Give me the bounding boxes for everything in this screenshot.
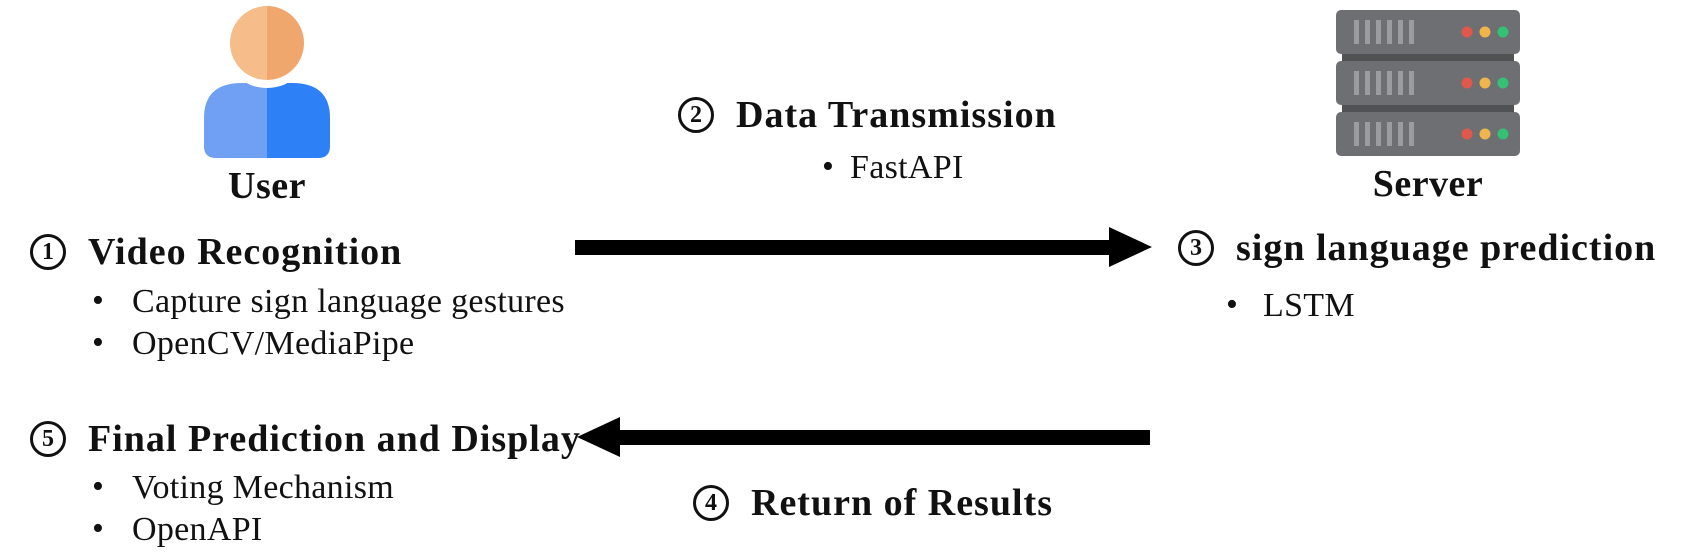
person-icon	[204, 6, 330, 158]
response-arrow-head	[577, 417, 620, 457]
bullet-item: Voting Mechanism	[92, 466, 581, 509]
step-number-badge: 4	[693, 485, 729, 521]
bullet-item: Capture sign language gestures	[92, 280, 565, 323]
bullet-item: OpenCV/MediaPipe	[92, 322, 565, 365]
step-title: sign language prediction	[1236, 227, 1657, 269]
step-return-of-results: 4 Return of Results	[693, 480, 1053, 526]
server-figure: Server	[1335, 10, 1521, 206]
step-title: Return of Results	[751, 482, 1053, 524]
request-arrow-shaft	[575, 240, 1111, 255]
step-title-row: 2 Data Transmission	[678, 92, 1057, 138]
step-bullet-list: Voting Mechanism OpenAPI	[30, 466, 581, 551]
request-arrow-head	[1109, 227, 1152, 267]
step-bullet-list: LSTM	[1178, 284, 1656, 327]
bullet-item: OpenAPI	[92, 508, 581, 551]
step-title: Video Recognition	[88, 231, 403, 273]
request-arrow	[575, 227, 1152, 268]
step-title-row: 1 Video Recognition	[30, 229, 565, 275]
step-bullet-list: FastAPI	[678, 146, 1057, 189]
step-number-badge: 2	[678, 97, 714, 133]
step-bullet-list: Capture sign language gestures OpenCV/Me…	[30, 280, 565, 365]
step-title-row: 4 Return of Results	[693, 480, 1053, 526]
step-number-badge: 5	[30, 421, 66, 457]
person-body-left	[204, 83, 267, 158]
response-arrow-shaft	[619, 430, 1150, 445]
person-body-right	[267, 83, 330, 158]
step-number-badge: 3	[1178, 230, 1214, 266]
response-arrow	[577, 417, 1150, 458]
person-head-right	[267, 6, 304, 80]
step-number-badge: 1	[30, 234, 66, 270]
user-figure: User	[200, 6, 334, 208]
person-head-left	[230, 6, 267, 80]
step-title: Final Prediction and Display	[88, 418, 581, 460]
step-title-row: 3 sign language prediction	[1178, 225, 1656, 271]
step-final-prediction-display: 5 Final Prediction and Display Voting Me…	[30, 416, 581, 551]
server-icon	[1336, 10, 1520, 156]
bullet-item: LSTM	[1226, 284, 1656, 327]
server-label: Server	[1372, 163, 1484, 205]
step-sign-language-prediction: 3 sign language prediction LSTM	[1178, 225, 1656, 327]
step-title-row: 5 Final Prediction and Display	[30, 416, 581, 462]
server-rack-unit	[1336, 61, 1520, 105]
step-video-recognition: 1 Video Recognition Capture sign languag…	[30, 229, 565, 365]
user-label: User	[228, 165, 306, 207]
step-title: Data Transmission	[736, 94, 1057, 136]
bullet-item: FastAPI	[822, 146, 1057, 189]
step-data-transmission: 2 Data Transmission FastAPI	[678, 92, 1057, 189]
server-rack-unit	[1336, 112, 1520, 156]
server-rack-unit	[1336, 10, 1520, 54]
